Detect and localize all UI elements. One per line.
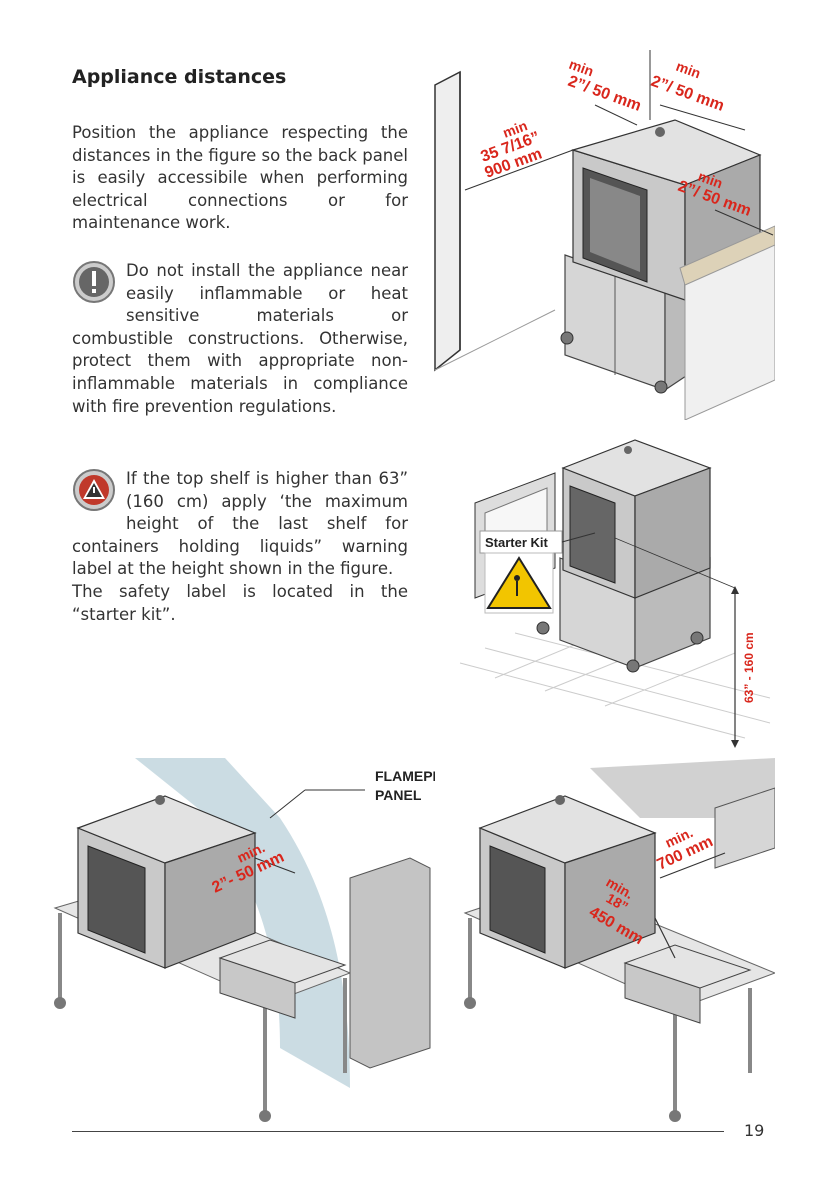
footer-divider [72, 1131, 724, 1132]
figure-fryer-distance: min. 700 mm min. 18” 450 mm [460, 758, 775, 1128]
height-label: 63” - 160 cm [742, 632, 756, 703]
warning-label-triangle-icon [486, 556, 552, 609]
starter-kit-label: Starter Kit [485, 535, 549, 550]
figure-clearance-distances: min 2”/ 50 mm min 2”/ 50 mm min 35 7/16”… [425, 50, 775, 420]
figure-flameproof-panel: min. 2”- 50 mm FLAMEPROOF PANEL [50, 758, 435, 1128]
top-left-min-label: min [567, 56, 596, 80]
top-right-min-label: min [674, 58, 703, 82]
flameproof-label-line2: PANEL [375, 787, 422, 803]
figure-starter-kit-height: 63” - 160 cm Starter Kit [455, 428, 775, 753]
exclamation-warning-icon [72, 260, 116, 304]
intro-paragraph: Position the appliance respecting the di… [72, 123, 409, 233]
top-right-clearance-label: 2”/ 50 mm [649, 73, 727, 115]
top-left-clearance-label: 2”/ 50 mm [566, 73, 644, 115]
warning-text-fire: Do not install the appliance near easily… [72, 261, 408, 416]
side-min-label: min [696, 168, 725, 192]
back-min-label: min [501, 117, 530, 141]
warning-text-starter-kit: The safety label is located in the “star… [72, 581, 408, 624]
warning-text-shelf: If the top shelf is higher than 63” (160… [72, 469, 408, 579]
section-heading: Appliance distances [72, 66, 287, 88]
flameproof-label-line1: FLAMEPROOF [375, 768, 435, 784]
page-number: 19 [744, 1121, 765, 1140]
hazard-triangle-icon [72, 468, 116, 512]
warning-block-shelf: If the top shelf is higher than 63” (160… [72, 468, 408, 626]
warning-block-fire: Do not install the appliance near easily… [72, 260, 408, 418]
